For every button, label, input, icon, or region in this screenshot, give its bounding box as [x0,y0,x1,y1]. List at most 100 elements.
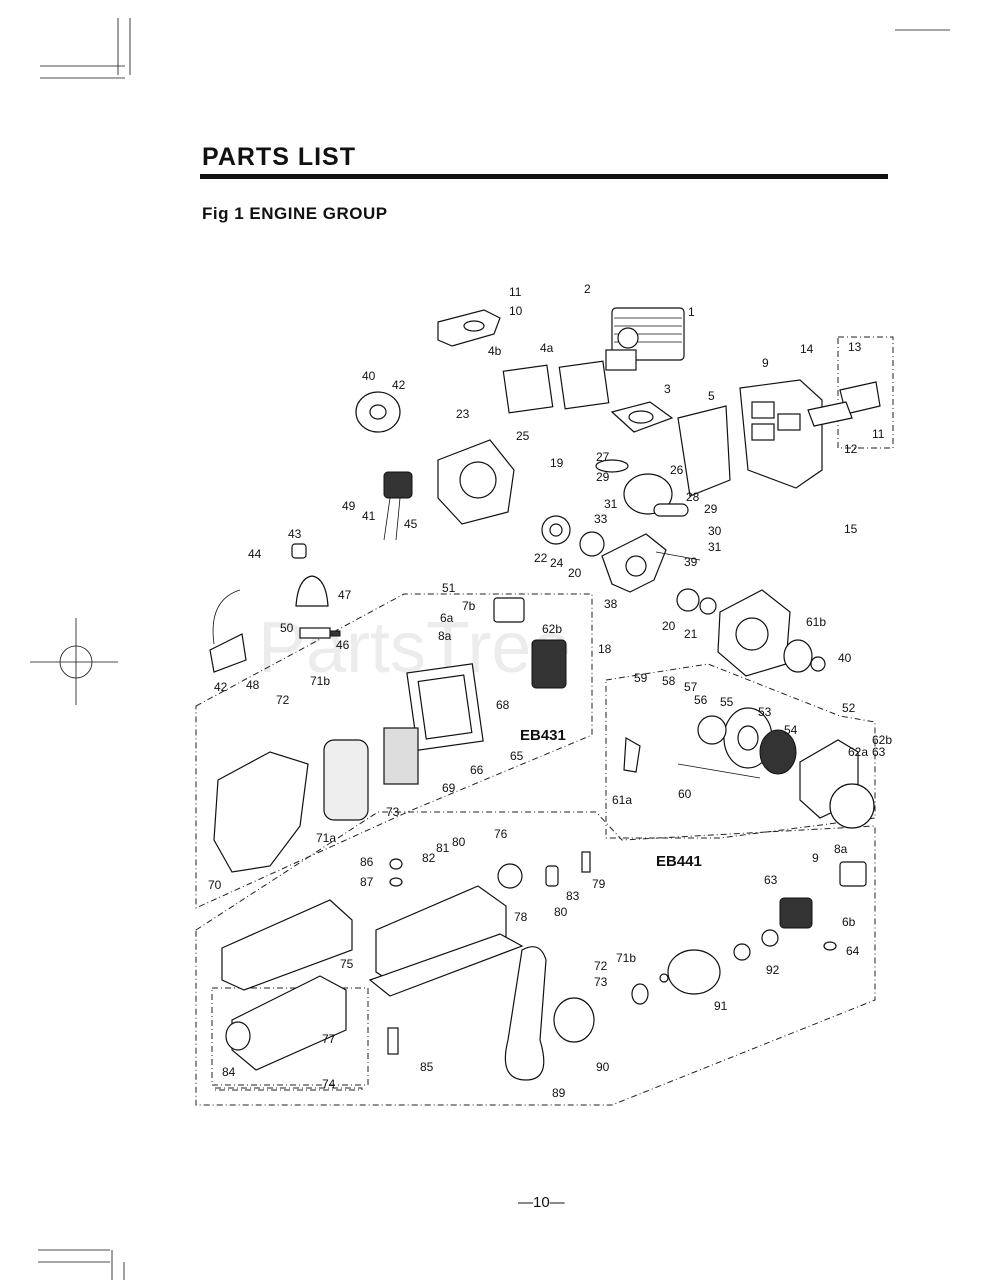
callout-10: 11 [872,427,885,441]
callout-9: 9 [762,356,769,370]
callout-72: 73 [386,805,400,819]
callout-62b: 63 [764,873,778,887]
callout-74: 75 [340,957,354,971]
callout-21: 22 [534,551,548,565]
callout-79: 80 [452,835,466,849]
callout-71a-b: 72 [594,959,608,973]
part-31-crankshaft [601,533,701,593]
callout-1: 1 [688,305,695,319]
callout-64: 65 [510,749,524,763]
callout-59: 61b [806,615,826,629]
callout-68: 70 [208,878,222,892]
callout-86: 87 [360,875,374,889]
part-7a-pump [493,597,525,623]
callout-labels: 11 10 2 1 4b 4a 3 5 14 13 9 11 12 15 40 … [208,282,892,1100]
callout-71b: 73 [594,975,608,989]
callout-49: 52 [842,701,856,715]
callout-56: 59 [634,671,648,685]
callout-17: 18 [598,642,612,656]
callout-19: 20 [568,566,582,580]
callout-28b: 29 [704,502,718,516]
callout-65: 66 [470,763,484,777]
eb441-intake-pipe [504,861,867,1081]
callout-13: 14 [800,342,814,356]
callout-78: 79 [592,877,606,891]
part-25-piston [623,473,689,517]
callout-90: 92 [766,963,780,977]
callout-39: 42 [214,680,228,694]
callout-88: 90 [596,1060,610,1074]
callout-58: 61a [612,793,632,807]
page-number: —10— [518,1194,565,1211]
crop-marks [30,18,950,1280]
callout-70: 71b [310,674,330,688]
eb431-air-cleaner [323,663,484,821]
parts-10-11-bracket [807,381,881,427]
callout-33b: 40 [838,651,852,665]
callout-45: 48 [246,678,260,692]
callout-54: 57 [684,680,698,694]
callout-6b: 6b [842,915,856,929]
callout-41: 44 [248,547,262,561]
callout-75: 76 [494,827,508,841]
callout-62a: 62b [542,622,562,636]
callout-31: 38 [604,597,618,611]
callout-3: 3 [664,382,671,396]
callout-44: 47 [338,588,352,602]
part-1-cylinder [605,307,685,371]
callout-20: 21 [684,627,698,641]
callout-47: 50 [280,621,294,635]
page-title: PARTS LIST [202,143,356,171]
recoil-starter [623,707,875,829]
eb441-muffler-and-air [221,885,524,1071]
callout-4b: 4b [488,344,502,358]
callout-57: 60 [678,787,692,801]
callout-30b: 31 [708,540,722,554]
part-3-gasket [610,401,674,433]
callout-43: 46 [336,638,350,652]
eb441-fasteners [389,851,591,889]
callout-36: 33 [594,512,608,526]
callout-87: 89 [552,1086,566,1100]
callout-48: 51 [442,581,456,595]
crankcase-half-left [437,439,515,525]
callout-33: 40 [362,369,376,383]
part-38-ignition-coil [383,471,413,541]
callout-30: 31 [604,497,618,511]
callout-83: 84 [222,1065,236,1079]
callout-28: 29 [596,470,610,484]
callout-24: 25 [516,429,530,443]
callout-50: 53 [758,705,772,719]
callout-84: 85 [420,1060,434,1074]
gaskets-4a-4b [502,360,610,414]
callout-5: 5 [708,389,715,403]
callout-63: 64 [846,944,860,958]
part-39-fuel-tank-cap [209,589,247,673]
callout-70b: 71b [616,951,636,965]
callout-32: 39 [684,555,698,569]
callout-12: 13 [848,340,862,354]
callout-61b: 63 [872,745,886,759]
callout-4a: 4a [540,341,554,355]
part-62a-carburetor [531,639,567,689]
callout-16: 11 [509,285,522,299]
callout-29: 30 [708,524,722,538]
callout-71a: 72 [276,693,290,707]
callout-77: 78 [514,910,528,924]
callout-26: 27 [596,450,610,464]
callout-60: 62a [848,745,868,759]
part-5-plate [677,405,731,497]
callout-51: 54 [784,723,798,737]
callout-80: 81 [436,841,450,855]
model-eb431-label: EB431 [520,727,566,744]
callout-67: 69 [442,781,456,795]
callout-38: 41 [362,509,376,523]
callout-8b: 9 [812,851,819,865]
model-eb441-label: EB441 [656,853,702,870]
part-15-cover-plate [437,309,501,347]
callout-27: 28 [686,490,700,504]
callout-69: 71a [316,831,336,845]
callout-14: 15 [844,522,858,536]
callout-61a: 62b [872,733,892,747]
